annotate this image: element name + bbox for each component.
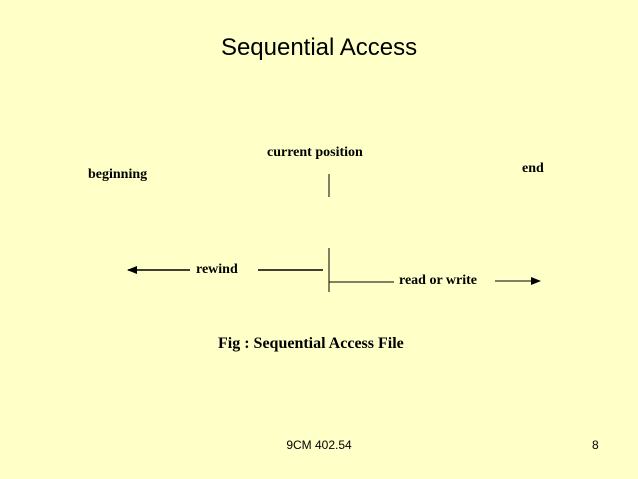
slide-footer: 9CM 402.54	[286, 438, 352, 452]
slide-title: Sequential Access	[220, 34, 418, 61]
label-current-position: current position	[267, 145, 363, 160]
label-read-or-write: read or write	[399, 273, 478, 288]
figure-caption: Fig : Sequential Access File	[218, 335, 404, 352]
label-end: end	[522, 161, 544, 176]
label-rewind: rewind	[196, 262, 238, 277]
label-beginning: beginning	[88, 167, 148, 182]
page-number: 8	[592, 438, 599, 452]
